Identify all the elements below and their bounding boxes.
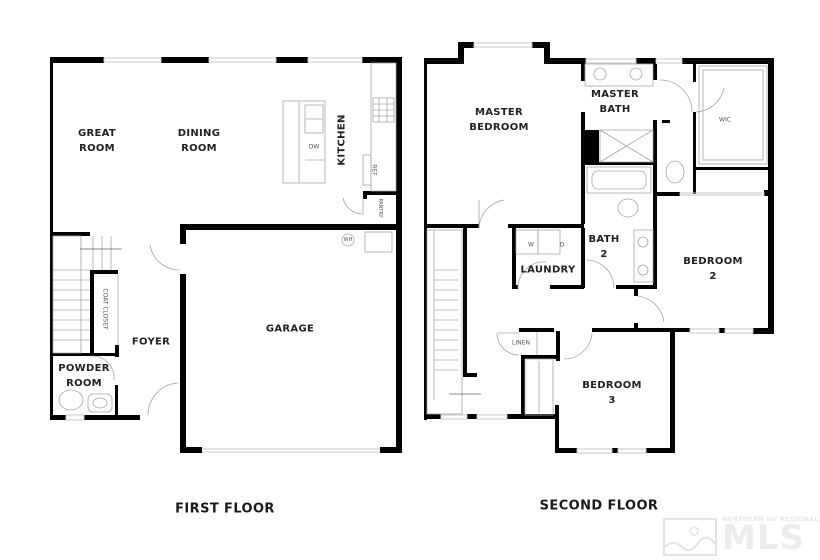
second-floor-walls xyxy=(424,42,774,453)
fixture-label-dishwasher: DW xyxy=(308,143,320,151)
mls-watermark-logo: NORTHERN NV REGIONAL MLS xyxy=(662,513,819,559)
room-label-laundry: LAUNDRY xyxy=(520,264,576,276)
room-label-dining-room: DINING ROOM xyxy=(177,128,221,154)
second-floor-title: SECOND FLOOR xyxy=(539,498,659,514)
room-label-wic: WIC xyxy=(719,116,731,124)
mls-brand-text: MLS xyxy=(722,518,805,558)
mountain-sun-icon xyxy=(663,518,717,556)
first-floor-windows xyxy=(65,57,380,453)
room-label-foyer: FOYER xyxy=(131,336,171,348)
first-floor-fixtures xyxy=(52,62,397,416)
first-floor-title: FIRST FLOOR xyxy=(175,501,275,517)
room-label-garage: GARAGE xyxy=(265,323,315,335)
room-label-bath-2: BATH 2 xyxy=(588,234,620,260)
room-label-master-bedroom: MASTER BEDROOM xyxy=(469,107,529,133)
room-label-great-room: GREAT ROOM xyxy=(77,128,117,154)
second-floor-fixtures xyxy=(426,63,768,416)
room-label-coat-closet: COAT CLOSET xyxy=(101,288,109,330)
room-label-linen: LINEN xyxy=(512,339,530,347)
room-label-kitchen: KITCHEN xyxy=(336,114,348,166)
fixture-label-dryer: D xyxy=(559,241,565,249)
mls-org-name: NORTHERN NV REGIONAL xyxy=(722,515,819,523)
room-label-pantry: PANTRY xyxy=(377,198,383,218)
second-floor-windows xyxy=(440,42,765,454)
first-floor-walls xyxy=(50,57,402,453)
room-label-bedroom-3: BEDROOM 3 xyxy=(582,380,642,406)
fixture-label-refrigerator: REF xyxy=(370,164,378,176)
room-label-master-bath: MASTER BATH xyxy=(590,89,640,115)
room-label-bedroom-2: BEDROOM 2 xyxy=(683,256,743,282)
fixture-label-water-heater: WH xyxy=(343,237,353,243)
room-label-powder-room: POWDER ROOM xyxy=(58,363,110,389)
fixture-label-washer: W xyxy=(528,241,534,249)
